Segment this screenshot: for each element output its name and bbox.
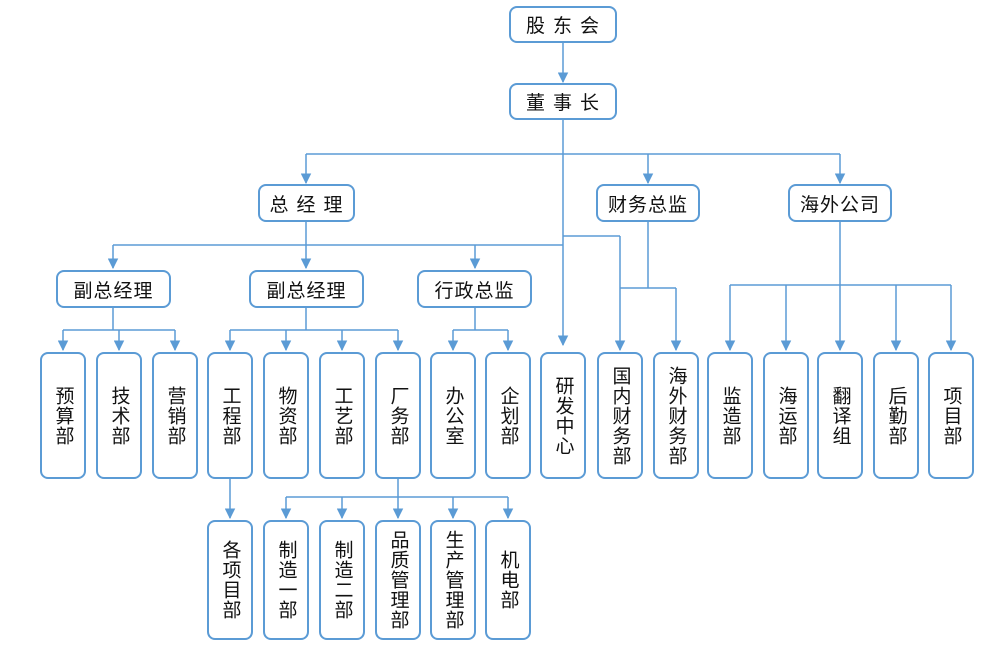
rd-center-label: 研发中心 [552,375,575,456]
translation-group-node: 翻译组 [817,352,863,479]
manufacturing-1-node: 制造一部 [263,520,309,640]
quality-management-label: 品质管理部 [387,530,410,630]
project-depts-label: 各项目部 [219,540,242,620]
marketing-dept-label: 营销部 [164,385,187,446]
technology-dept-node: 技术部 [96,352,142,479]
marketing-dept-node: 营销部 [152,352,198,479]
manufacturing-2-label: 制造二部 [331,540,354,620]
general-manager-node: 总 经 理 [258,184,355,222]
deputy-gm-2-node: 副总经理 [249,270,364,308]
office-label: 办公室 [442,385,465,446]
finance-director-node: 财务总监 [596,184,700,222]
quality-management-node: 品质管理部 [375,520,421,640]
chairman-node: 董 事 长 [509,83,617,120]
shipping-dept-label: 海运部 [775,385,798,446]
office-node: 办公室 [430,352,476,479]
admin-director-node: 行政总监 [417,270,532,308]
project-depts-node: 各项目部 [207,520,253,640]
translation-group-label: 翻译组 [829,385,852,446]
engineering-dept-node: 工程部 [207,352,253,479]
production-management-label: 生产管理部 [442,530,465,630]
logistics-dept-label: 后勤部 [885,385,908,446]
logistics-dept-node: 后勤部 [873,352,919,479]
deputy-gm-1-node: 副总经理 [56,270,171,308]
projects-dept-node: 项目部 [928,352,974,479]
budget-dept-node: 预算部 [40,352,86,479]
electromechanical-dept-label: 机电部 [497,550,520,610]
engineering-dept-label: 工程部 [219,385,242,446]
domestic-finance-label: 国内财务部 [609,365,632,466]
materials-dept-label: 物资部 [275,385,298,446]
factory-affairs-dept-node: 厂务部 [375,352,421,479]
materials-dept-node: 物资部 [263,352,309,479]
technology-dept-label: 技术部 [108,385,131,446]
shareholders-node: 股 东 会 [509,6,617,43]
domestic-finance-node: 国内财务部 [597,352,643,479]
production-management-node: 生产管理部 [430,520,476,640]
overseas-finance-node: 海外财务部 [653,352,699,479]
overseas-company-node: 海外公司 [788,184,892,222]
supervision-dept-label: 监造部 [719,385,742,446]
supervision-dept-node: 监造部 [707,352,753,479]
process-dept-label: 工艺部 [331,385,354,446]
overseas-finance-label: 海外财务部 [665,365,688,466]
budget-dept-label: 预算部 [52,385,75,446]
projects-dept-label: 项目部 [940,385,963,446]
planning-dept-node: 企划部 [485,352,531,479]
shipping-dept-node: 海运部 [763,352,809,479]
planning-dept-label: 企划部 [497,385,520,446]
factory-affairs-dept-label: 厂务部 [387,385,410,446]
electromechanical-dept-node: 机电部 [485,520,531,640]
manufacturing-1-label: 制造一部 [275,540,298,620]
manufacturing-2-node: 制造二部 [319,520,365,640]
process-dept-node: 工艺部 [319,352,365,479]
rd-center-node: 研发中心 [540,352,586,479]
